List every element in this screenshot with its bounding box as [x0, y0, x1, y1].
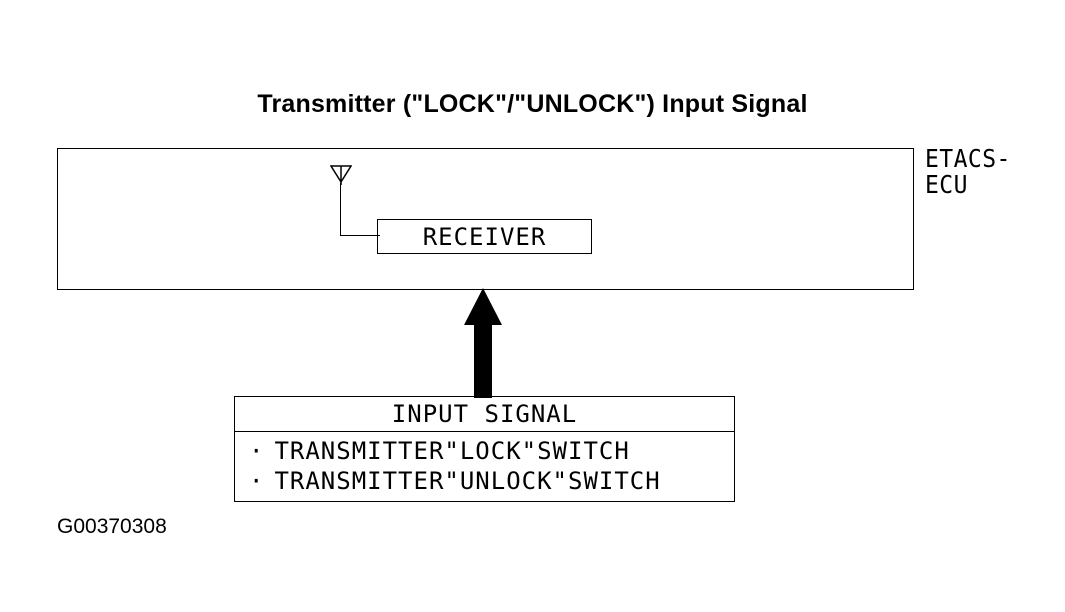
- list-item: · TRANSMITTER"LOCK"SWITCH: [249, 436, 734, 466]
- etacs-ecu-box: [57, 148, 914, 290]
- ecu-label-line1: ETACS-: [925, 144, 1011, 173]
- list-item-label: TRANSMITTER"LOCK"SWITCH: [274, 437, 630, 465]
- antenna-icon: [330, 165, 352, 185]
- input-signal-header: INPUT SIGNAL: [235, 397, 734, 432]
- input-signal-header-label: INPUT SIGNAL: [391, 400, 578, 428]
- list-item: · TRANSMITTER"UNLOCK"SWITCH: [249, 466, 734, 496]
- diagram-title: Transmitter ("LOCK"/"UNLOCK") Input Sign…: [257, 90, 808, 118]
- antenna-connector-line: [340, 183, 380, 236]
- list-item-label: TRANSMITTER"UNLOCK"SWITCH: [274, 467, 661, 495]
- figure-id: G00370308: [57, 515, 167, 538]
- bullet-icon: ·: [249, 467, 265, 495]
- receiver-label: RECEIVER: [422, 222, 547, 251]
- ecu-label-line2: ECU: [925, 170, 968, 199]
- ecu-label: ETACS- ECU: [925, 146, 1035, 198]
- receiver-box: RECEIVER: [377, 219, 592, 254]
- input-arrow-icon: [464, 288, 502, 398]
- input-signal-list: · TRANSMITTER"LOCK"SWITCH · TRANSMITTER"UN…: [235, 432, 734, 496]
- bullet-icon: ·: [249, 437, 265, 465]
- input-signal-box: INPUT SIGNAL · TRANSMITTER"LOCK"SWITCH · T…: [234, 396, 735, 502]
